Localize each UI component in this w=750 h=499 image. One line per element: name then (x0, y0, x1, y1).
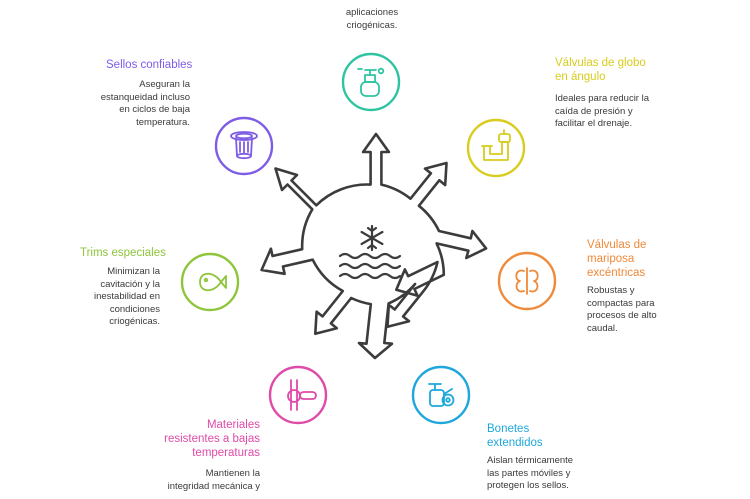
sellos-description: Aseguran la estanqueidad incluso en cicl… (100, 79, 190, 128)
globo-title: Válvulas de globo en ángulo (555, 57, 646, 83)
trims-title: Trims especiales (80, 247, 166, 259)
mariposa-title: Válvulas de mariposa excéntricas (587, 239, 647, 279)
angle-valve-pipe-icon (481, 129, 511, 161)
node-trims-especiales (180, 252, 240, 312)
criogenicas-description: aplicaciones criogénicas. (345, 7, 399, 31)
bonetes-description: Aislan térmicamente las partes móviles y… (487, 455, 574, 491)
fish-icon (199, 272, 227, 292)
materiales-title: Materiales resistentes a bajas temperatu… (164, 419, 260, 459)
bonetes-title: Bonetes extendidos (487, 423, 543, 449)
mariposa-description: Robustas y compactas para procesos de al… (587, 285, 657, 334)
pipe-joint-icon (287, 379, 317, 411)
spray-bottle-icon (357, 67, 385, 97)
hub-arrows-outline (260, 132, 488, 360)
butterfly-icon (515, 267, 539, 295)
node-aplicaciones-criogenicas (341, 52, 401, 112)
node-sellos-confiables (214, 116, 274, 176)
trims-description: Minimizan la cavitación y la inestabilid… (93, 266, 160, 327)
node-bonetes-extendidos (411, 365, 471, 425)
snowflake-waves-icon (338, 224, 402, 280)
node-valvulas-mariposa (497, 251, 557, 311)
materiales-description: Mantienen la integridad mecánica y (167, 468, 260, 492)
seal-ring-icon (230, 131, 258, 160)
node-valvulas-globo (466, 118, 526, 178)
globo-description: Ideales para reducir la caída de presión… (555, 93, 649, 129)
valve-gear-icon (428, 383, 455, 407)
node-materiales-resistentes (268, 365, 328, 425)
sellos-title: Sellos confiables (106, 59, 193, 71)
